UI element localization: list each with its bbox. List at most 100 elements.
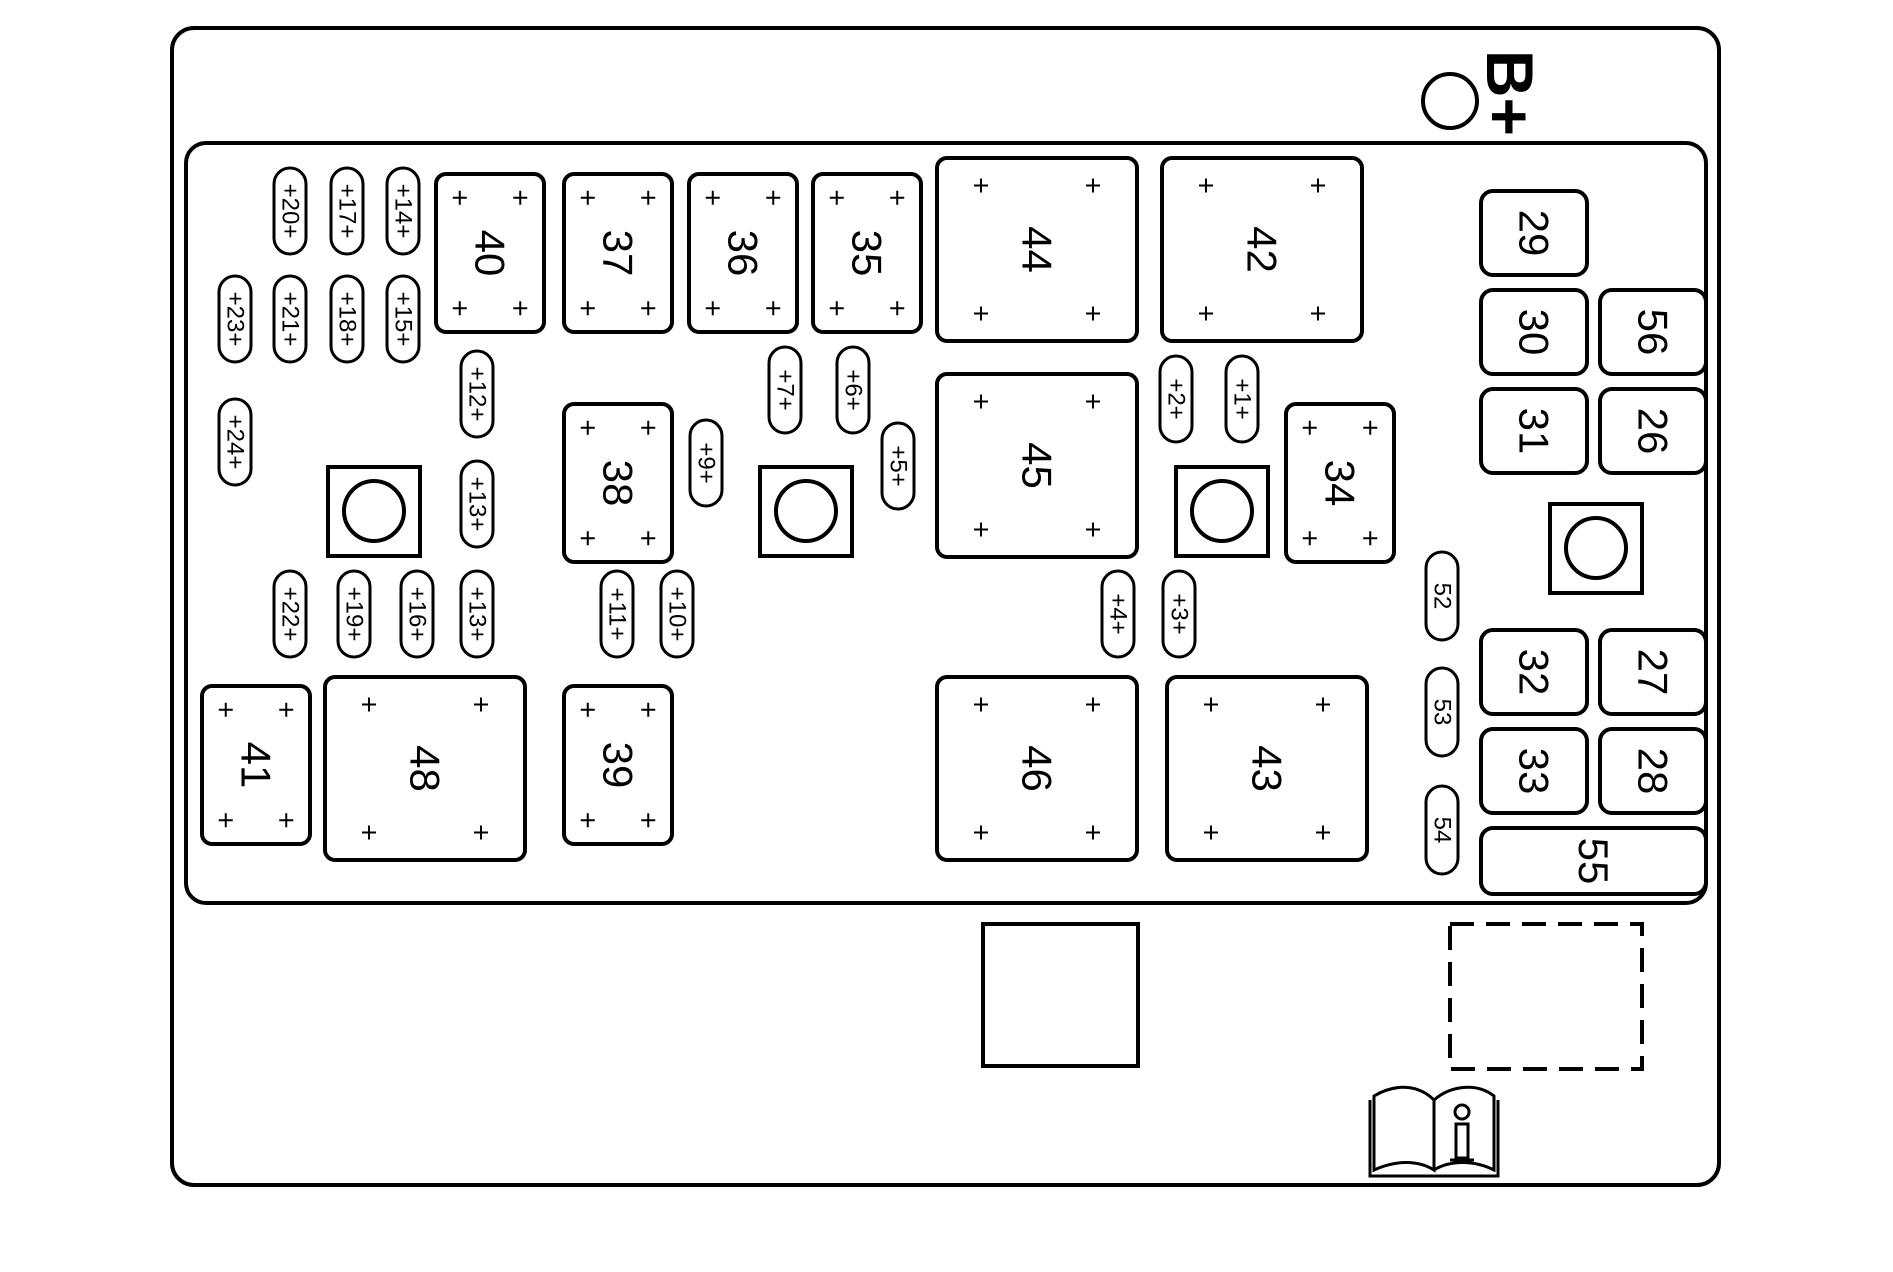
relay[interactable]: 41 [200,684,312,846]
relay[interactable]: 48 [323,675,527,862]
mini-fuse[interactable]: +21+ [272,274,308,364]
mini-fuse[interactable]: +6+ [835,345,871,435]
fuse-label: +9+ [693,442,720,483]
cartridge-fuse[interactable]: 56 [1598,288,1708,376]
cartridge-fuse[interactable]: 29 [1479,189,1589,277]
terminal-mark [1363,531,1378,546]
terminal-mark [580,190,595,205]
fuse-label: +21+ [277,292,304,347]
relay[interactable]: 45 [935,372,1139,559]
terminal-mark [1086,178,1100,193]
cartridge-fuse[interactable]: 28 [1598,727,1708,815]
mini-fuse[interactable]: +18+ [329,274,365,364]
terminal-mark [974,306,988,321]
cartridge-fuse[interactable]: 26 [1598,387,1708,475]
terminal-mark [829,301,844,316]
side-fuse-label: 56 [1630,309,1677,356]
fuse-label: +14+ [390,184,417,239]
terminal-mark [1204,825,1218,840]
mini-fuse[interactable]: +2+ [1158,354,1194,444]
relay[interactable]: 39 [562,684,674,846]
relay-label: 40 [467,230,514,277]
relay[interactable]: 37 [562,172,674,334]
relay[interactable]: 35 [811,172,923,334]
terminal-mark [1311,306,1325,321]
mini-fuse[interactable]: +9+ [688,418,724,508]
terminal-mark [452,301,467,316]
relay[interactable]: 42 [1160,156,1364,343]
side-fuse-label: 28 [1630,748,1677,795]
fuse-label: +13+ [464,587,491,642]
side-fuse-label: 29 [1511,210,1558,257]
small-fuse-layer: 52 53 54 [1424,550,1460,876]
relay[interactable]: 46 [935,675,1139,862]
fuse-label: +13+ [464,477,491,532]
relay[interactable]: 43 [1165,675,1369,862]
relay-label: 46 [1014,745,1061,792]
fuse-label: +2+ [1163,378,1190,419]
relay[interactable]: 38 [562,402,674,564]
side-fuse-label: 30 [1511,309,1558,356]
terminal-mark [1316,697,1330,712]
relay-label: 35 [844,230,891,277]
b-plus-label: B+ [1473,50,1547,136]
terminal-mark [580,301,595,316]
relay-label: 37 [595,230,642,277]
fuse-label: +3+ [1166,593,1193,634]
mini-fuse[interactable]: +11+ [599,569,635,659]
cartridge-fuse[interactable]: 30 [1479,288,1589,376]
terminal-mark [641,531,656,546]
terminal-mark [1316,825,1330,840]
small-fuse[interactable]: 53 [1424,666,1460,758]
cartridge-fuse[interactable]: 31 [1479,387,1589,475]
mini-fuse[interactable]: +15+ [385,274,421,364]
cartridge-fuse[interactable]: 55 [1479,826,1708,896]
cartridge-fuse[interactable]: 27 [1598,628,1708,716]
cartridge-fuse[interactable]: 33 [1479,727,1589,815]
mini-fuse[interactable]: +1+ [1224,354,1260,444]
mini-fuse[interactable]: +24+ [217,397,253,487]
terminal-mark [1086,394,1100,409]
mini-fuse[interactable]: +7+ [767,345,803,435]
terminal-mark [1086,522,1100,537]
relay[interactable]: 40 [434,172,546,334]
side-fuse-label: 32 [1511,649,1558,696]
relay[interactable]: 36 [687,172,799,334]
mini-fuse[interactable]: +16+ [399,569,435,659]
terminal-mark [974,178,988,193]
terminal-mark [279,702,294,717]
mini-fuse[interactable]: +5+ [880,421,916,511]
relay[interactable]: 34 [1284,402,1396,564]
terminal-mark [890,301,905,316]
b-plus-terminal-icon [1421,72,1479,130]
fuse-label: +10+ [664,587,691,642]
mini-fuse[interactable]: +12+ [459,349,495,439]
relay-label: 39 [595,742,642,789]
mini-fuse[interactable]: +23+ [217,274,253,364]
terminal-mark [1199,178,1213,193]
terminal-mark [705,301,720,316]
terminal-mark [513,190,528,205]
mini-fuse[interactable]: +20+ [272,166,308,256]
small-fuse[interactable]: 54 [1424,784,1460,876]
cartridge-fuse[interactable]: 32 [1479,628,1589,716]
small-fuse-label: 53 [1429,699,1456,726]
mini-fuse[interactable]: +10+ [659,569,695,659]
fuse-label: +1+ [1229,378,1256,419]
terminal-mark [641,702,656,717]
terminal-mark [705,190,720,205]
mini-fuse[interactable]: +13+ [459,459,495,549]
mini-fuse[interactable]: +22+ [272,569,308,659]
mini-fuse[interactable]: +13+ [459,569,495,659]
terminal-mark [513,301,528,316]
terminal-mark [1086,306,1100,321]
small-fuse[interactable]: 52 [1424,550,1460,642]
side-fuse-label: 55 [1570,838,1617,885]
mini-fuse[interactable]: +14+ [385,166,421,256]
relay[interactable]: 44 [935,156,1139,343]
mini-fuse[interactable]: +17+ [329,166,365,256]
mini-fuse[interactable]: +4+ [1100,569,1136,659]
mini-fuse[interactable]: +19+ [336,569,372,659]
terminal-mark [580,531,595,546]
mini-fuse[interactable]: +3+ [1161,569,1197,659]
